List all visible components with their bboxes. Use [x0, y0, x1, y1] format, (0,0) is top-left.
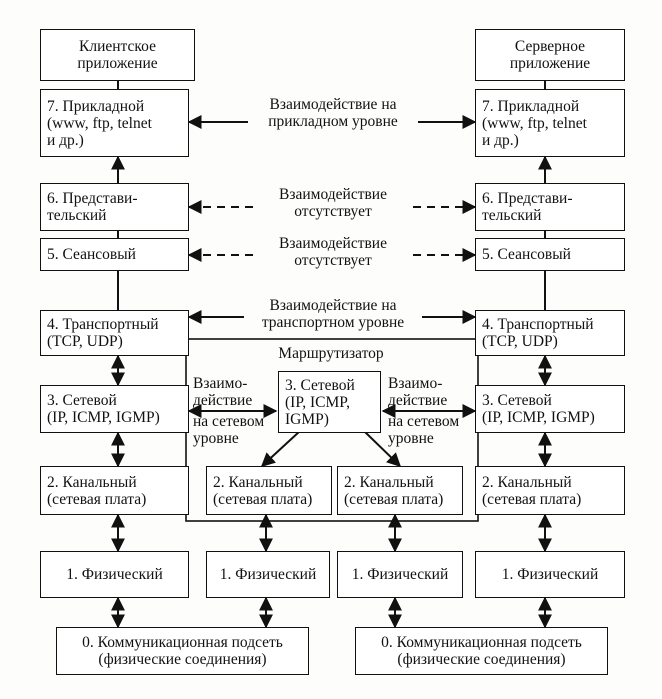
server-layer-1-physical: 1. Физический	[475, 551, 625, 598]
client-layer-6-presentation: 6. Представи-тельский	[40, 183, 189, 231]
client-layer-1-physical: 1. Физический	[40, 551, 189, 598]
server-layer-3-network: 3. Сетевой(IP, ICMP, IGMP)	[475, 385, 625, 433]
router-right-layer-2-datalink: 2. Канальный(сетевая плата)	[337, 466, 463, 515]
router-title: Маршрутизатор	[256, 345, 406, 362]
router-net-dl-left-arrow	[260, 430, 301, 467]
client-layer-5-session: 5. Сеансовый	[40, 238, 189, 271]
client-layer-4-transport: 4. Транспортный(TCP, UDP)	[40, 310, 189, 356]
server-layer-5-session: 5. Сеансовый	[475, 238, 625, 271]
router-layer-3-network: 3. Сетевой(IP, ICMP,IGMP)	[278, 371, 381, 433]
server-layer-0-subnet: 0. Коммуникационная подсеть(физические с…	[355, 627, 608, 675]
client-layer-3-network: 3. Сетевой(IP, ICMP, IGMP)	[40, 385, 189, 433]
server-layer-2-datalink: 2. Канальный(сетевая плата)	[475, 466, 625, 515]
router-right-layer-1-physical: 1. Физический	[337, 551, 463, 598]
router-left-layer-1-physical: 1. Физический	[206, 551, 330, 598]
client-layer-0-subnet: 0. Коммуникационная подсеть(физические с…	[56, 627, 309, 675]
router-left-layer-2-datalink: 2. Канальный(сетевая плата)	[206, 466, 332, 515]
server-layer-4-transport: 4. Транспортный(TCP, UDP)	[475, 310, 625, 356]
client-layer-2-datalink: 2. Канальный(сетевая плата)	[40, 466, 189, 515]
server-layer-6-presentation: 6. Представи-тельский	[475, 183, 625, 231]
router-net-dl-right-arrow	[363, 430, 402, 467]
